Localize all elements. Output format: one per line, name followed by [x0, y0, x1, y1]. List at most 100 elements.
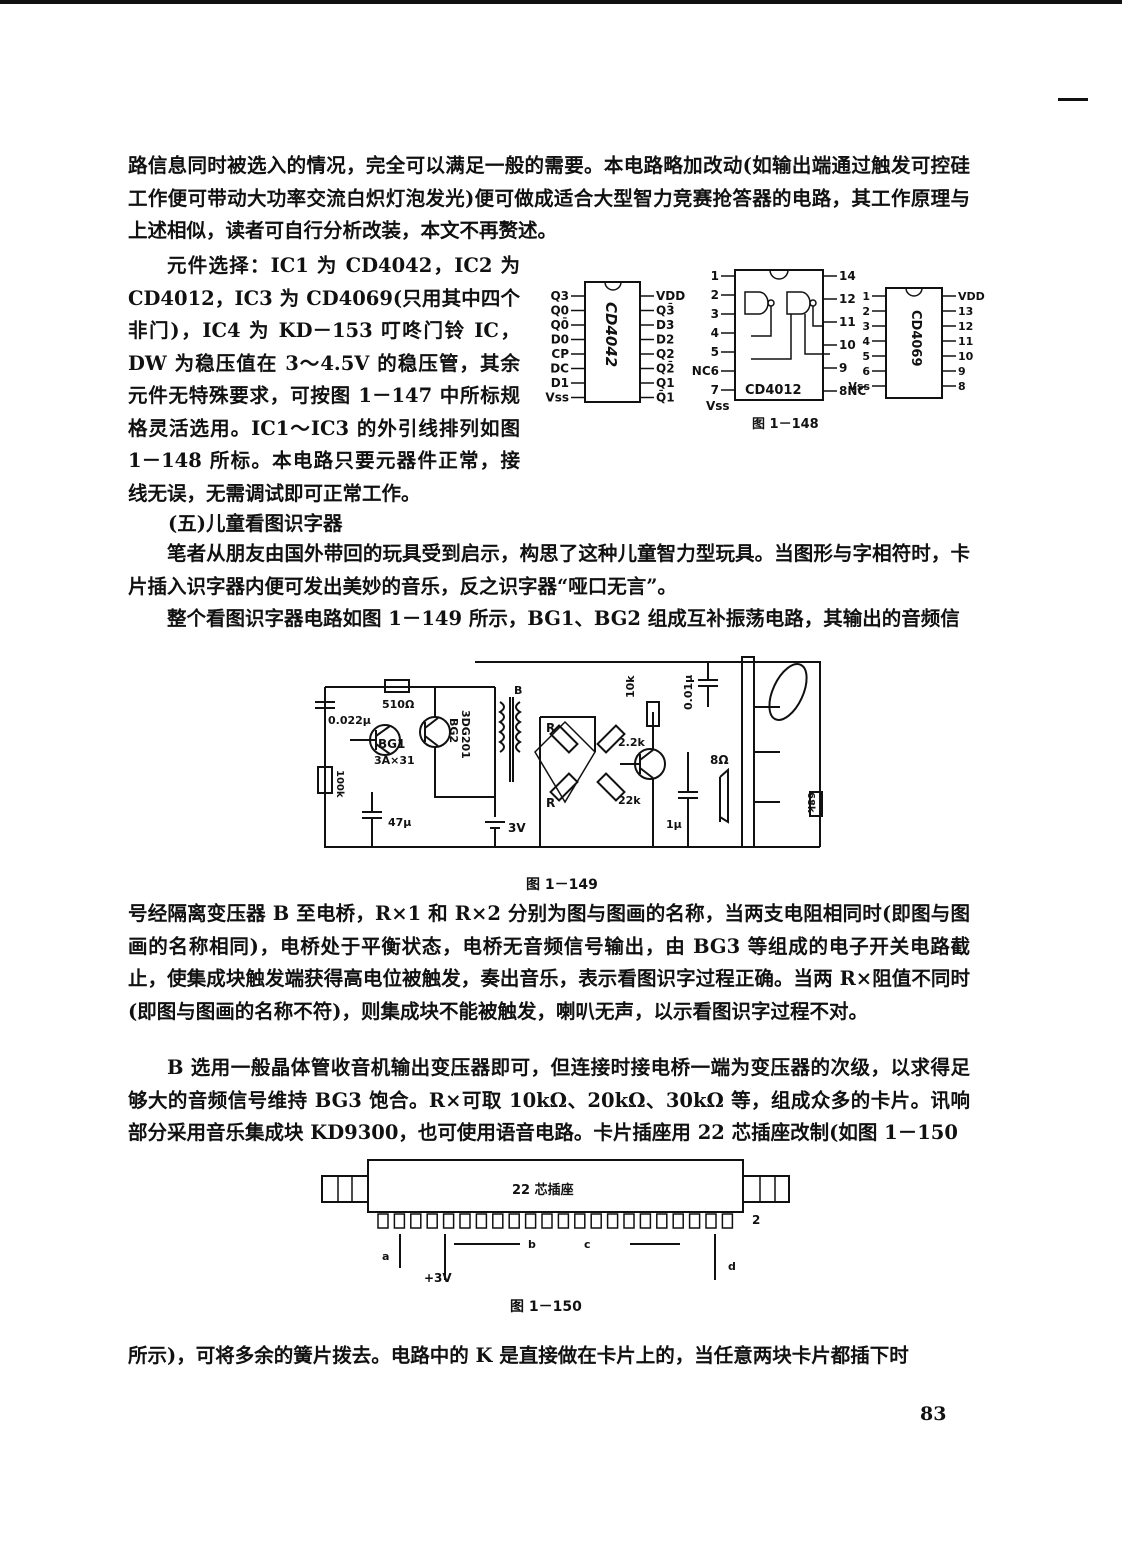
r1-label: 510Ω	[382, 698, 415, 711]
pin-label: 10	[958, 350, 974, 363]
socket-pin	[426, 1213, 438, 1229]
cd4069-name: CD4069	[908, 310, 923, 367]
pin-label: Q3	[550, 289, 569, 303]
cd4042-name: CD4042	[602, 302, 620, 367]
socket-label: 22 芯插座	[512, 1182, 574, 1198]
label-d: d	[728, 1260, 736, 1273]
paragraph-4: 整个看图识字器电路如图 1－149 所示，BG1、BG2 组成互补振荡电路，其输…	[167, 607, 960, 630]
socket-pin	[606, 1213, 619, 1229]
pin-label: 1	[711, 269, 719, 283]
socket-pin	[688, 1213, 701, 1229]
edge-mark	[1058, 98, 1088, 101]
socket-pin	[557, 1213, 570, 1229]
pin-label: Vss	[545, 391, 569, 405]
r3-label: 2.2k	[618, 736, 645, 749]
c1-label: 0.022μ	[328, 714, 371, 727]
pin-label: VDD	[958, 290, 985, 303]
pin-label: 9	[958, 365, 966, 378]
pin-label: DC	[550, 362, 569, 376]
pin-label: 12	[839, 292, 856, 306]
label-plus3v: +3V	[424, 1271, 452, 1285]
socket-pin	[639, 1213, 652, 1229]
rx2-label: R	[546, 796, 555, 810]
socket-pin	[442, 1213, 455, 1229]
paragraph-2: 元件选择：IC1 为 CD4042，IC2 为 CD4012，IC3 为 CD4…	[128, 254, 520, 505]
pin-label: VDD	[656, 289, 685, 303]
pin-label: 11	[958, 335, 973, 348]
pin-label: 7	[711, 383, 719, 397]
pin-label: Q0	[550, 304, 569, 318]
paragraph-3: 笔者从朋友由国外带回的玩具受到启示，构思了这种儿童智力型玩具。当图形与字相符时，…	[128, 542, 970, 598]
bg2-label: BG2	[447, 718, 460, 743]
socket-pin	[541, 1213, 553, 1229]
paragraph-1: 路信息同时被选入的情况，完全可以满足一般的需要。本电路略加改动(如输出端通过触发…	[128, 154, 970, 242]
socket-pin	[574, 1213, 586, 1229]
pin-label: Q1	[656, 376, 675, 390]
socket-pin	[672, 1213, 684, 1229]
pin-label: 9	[839, 361, 847, 375]
socket-pin	[721, 1213, 734, 1229]
pin-label: Q3̄	[656, 302, 675, 317]
socket-pin	[377, 1213, 389, 1229]
pin-label: 2	[711, 288, 719, 302]
r4-label: 22k	[618, 794, 641, 807]
pin-label: 6	[862, 365, 870, 378]
figure-1-150: 22 芯插座 2 a b c d +3V	[321, 1159, 790, 1285]
page-number: 83	[920, 1403, 947, 1425]
pin-label: 14	[839, 269, 856, 283]
pin-label: Q0̄	[550, 317, 569, 332]
figure-1-149: 0.022μ 510Ω BG1 3A×31 BG2 3DG201 100k 47…	[315, 656, 823, 848]
pin-label: NC6	[692, 364, 719, 378]
r5-label: 10k	[624, 675, 637, 698]
socket-pin	[459, 1213, 471, 1229]
figure-1-148-caption: 图 1－148	[752, 417, 819, 432]
socket-pin	[508, 1213, 520, 1229]
socket-pin	[590, 1213, 602, 1229]
pin-label: 5	[862, 350, 870, 363]
pin-label: 13	[958, 305, 973, 318]
socket-pin	[524, 1213, 537, 1229]
c3-label: 0.01μ	[682, 675, 695, 710]
pin-label: 4	[862, 335, 870, 348]
pin-label: 3	[862, 320, 870, 333]
pin-label: CP	[551, 347, 569, 361]
socket-pin	[623, 1213, 635, 1229]
r6-label: 68k	[805, 792, 816, 813]
cd4012-vss: Vss	[706, 399, 730, 413]
battery-label: 3V	[508, 821, 526, 835]
figure-1-150-caption: 图 1－150	[510, 1299, 582, 1315]
c4-label: 1μ	[666, 818, 682, 831]
bg2-type: 3DG201	[459, 710, 472, 759]
pin-label: D0	[551, 333, 569, 347]
r2-label: 100k	[334, 770, 345, 798]
transformer-label: B	[514, 684, 522, 697]
pin-label: 8	[958, 380, 966, 393]
c2-label: 47μ	[388, 816, 411, 829]
pin-label: D1	[551, 376, 569, 390]
pin-label: Vss	[848, 380, 870, 393]
socket-pin	[475, 1213, 488, 1229]
pin-label: Q̄1	[656, 389, 675, 404]
bg1-label: BG1	[378, 737, 405, 751]
paragraph-7: 所示)，可将多余的簧片拨去。电路中的 K 是直接做在卡片上的，当任意两块卡片都插…	[128, 1344, 909, 1367]
section-heading: (五)儿童看图识字器	[168, 512, 343, 535]
pin-label: Q2	[656, 347, 675, 361]
label-c: c	[584, 1238, 591, 1251]
pin-label: 12	[958, 320, 973, 333]
pin-label: 11	[839, 315, 856, 329]
label-2: 2	[752, 1213, 760, 1227]
paragraph-6: B 选用一般晶体管收音机输出变压器即可，但连接时接电桥一端为变压器的次级，以求得…	[128, 1056, 970, 1144]
cd4012-name: CD4012	[745, 383, 802, 398]
pin-label: 10	[839, 338, 856, 352]
socket-pin	[410, 1213, 422, 1229]
figure-1-149-caption: 图 1－149	[526, 877, 598, 893]
paragraph-5: 号经隔离变压器 B 至电桥，R×1 和 R×2 分别为图与图画的名称，当两支电阻…	[128, 902, 970, 1023]
socket-pin	[656, 1213, 668, 1229]
socket-pin	[393, 1213, 406, 1229]
speaker-label: 8Ω	[710, 753, 729, 767]
label-a: a	[382, 1250, 389, 1263]
